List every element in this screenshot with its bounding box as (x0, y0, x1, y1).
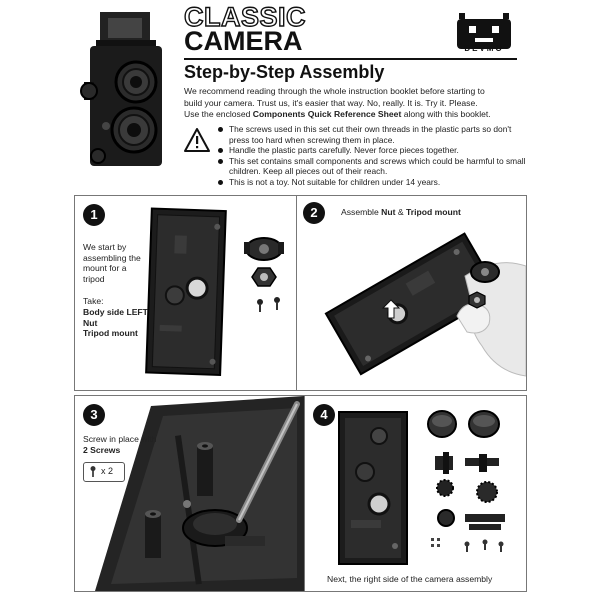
step-3-text-pre: Screw in place with (83, 434, 157, 444)
warning-icon (184, 128, 210, 152)
intro-paragraph: We recommend reading through the whole i… (184, 86, 524, 121)
step-2-panel: 2 Assemble Nut & Tripod mount (296, 195, 527, 391)
step-2-amp: & (395, 207, 406, 217)
step-2-text-pre: Assemble (341, 207, 382, 217)
step-number-badge: 1 (83, 204, 105, 226)
subtitle-bold: Step-by-Step (184, 62, 296, 82)
title-classic: CLASSIC (183, 2, 307, 32)
intro-line-2: build your camera. Trust us, it's easier… (184, 97, 478, 108)
header-divider (184, 58, 517, 60)
step-number-badge: 4 (313, 404, 335, 426)
step-1-panel: 1 We start by assembling the mount for a… (74, 195, 297, 391)
step-number-badge: 2 (303, 202, 325, 224)
step-2-description: Assemble Nut & Tripod mount (341, 207, 461, 218)
step-4-panel: 4 Next, the right side of the camera ass… (304, 395, 527, 592)
screw-count: x 2 (101, 466, 114, 476)
intro-line-3-pre: Use the enclosed (184, 109, 253, 119)
intro-line-3-post: along with this booklet. (401, 109, 491, 119)
warning-item: The screws used in this set cut their ow… (218, 124, 528, 145)
title-camera: CAMERA (184, 26, 303, 56)
screw-icon (90, 466, 96, 477)
step-2-illustration (324, 232, 526, 377)
warning-item: This is not a toy. Not suitable for chil… (218, 177, 528, 188)
devmo-logo-icon (457, 13, 511, 49)
intro-line-1: We recommend reading through the whole i… (184, 86, 485, 96)
part-item: Tripod mount (83, 328, 138, 339)
camera-photo (80, 12, 162, 166)
step-1-illustration (145, 207, 284, 377)
subtitle-rest: Assembly (299, 62, 385, 82)
screw-count-badge: x 2 (83, 462, 125, 482)
intro-line-3-bold: Components Quick Reference Sheet (252, 109, 402, 119)
warning-item: This set contains small components and s… (218, 156, 528, 177)
step-3-screws: 2 Screws (83, 444, 121, 455)
step-3-illustration (95, 396, 304, 591)
step-1-description: We start by assembling the mount for a t… (83, 242, 141, 284)
part-nut: Nut (381, 207, 396, 217)
take-label: Take: (83, 296, 104, 306)
part-tripod-mount: Tripod mount (405, 207, 461, 217)
part-item: Nut (83, 317, 98, 328)
warning-item: Handle the plastic parts carefully. Neve… (218, 145, 528, 156)
step-number-badge: 3 (83, 404, 105, 426)
page-subtitle: Step-by-Step Assembly (184, 62, 384, 83)
warning-list: The screws used in this set cut their ow… (218, 124, 528, 188)
step-4-caption: Next, the right side of the camera assem… (327, 574, 493, 584)
brand-name: DEVMO (464, 44, 504, 53)
part-item: Body side LEFT (83, 307, 148, 317)
parts-list: Body side LEFT Nut Tripod mount (83, 307, 149, 339)
step-4-illustration (338, 410, 505, 565)
